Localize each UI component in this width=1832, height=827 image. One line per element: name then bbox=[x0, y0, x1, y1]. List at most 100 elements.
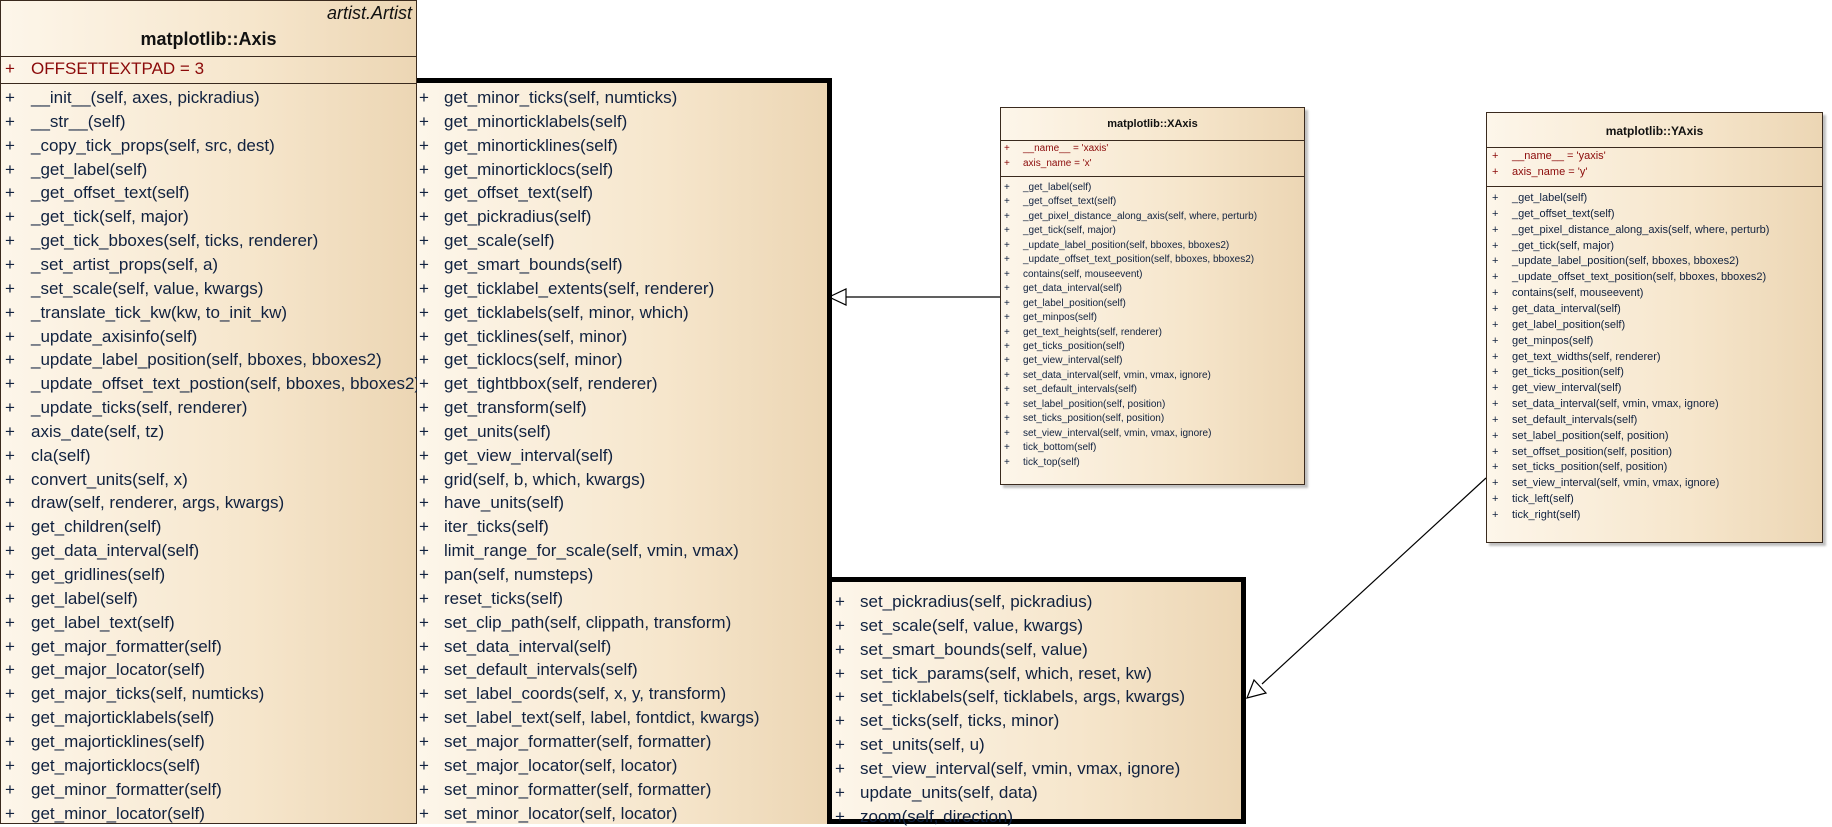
visibility-public-marker: + bbox=[419, 541, 429, 561]
visibility-public-marker: + bbox=[1492, 493, 1499, 506]
operation-row: set_minor_formatter(self, formatter) bbox=[444, 779, 712, 799]
visibility-public-marker: + bbox=[419, 111, 429, 131]
xaxis-class-name: matplotlib::XAxis bbox=[1107, 118, 1198, 130]
operation-row: _update_offset_text_postion(self, bboxes… bbox=[31, 374, 421, 394]
operation-row: _set_scale(self, value, kwargs) bbox=[31, 278, 264, 298]
visibility-public-marker: + bbox=[835, 687, 845, 707]
operation-row: set_default_intervals(self) bbox=[444, 660, 638, 680]
visibility-public-marker: + bbox=[419, 708, 429, 728]
operation-row: grid(self, b, which, kwargs) bbox=[444, 469, 646, 489]
visibility-public-marker: + bbox=[835, 615, 845, 635]
attribute-row: __name__ = 'xaxis' bbox=[1023, 143, 1109, 154]
operation-row: get_data_interval(self) bbox=[1512, 302, 1621, 315]
visibility-public-marker: + bbox=[419, 469, 429, 489]
visibility-public-marker: + bbox=[1004, 427, 1010, 439]
visibility-public-marker: + bbox=[419, 88, 429, 107]
operation-row: _get_tick(self, major) bbox=[1023, 225, 1116, 237]
operation-row: get_view_interval(self) bbox=[1023, 355, 1123, 367]
axis-attr-separator bbox=[1, 83, 416, 84]
operation-row: have_units(self) bbox=[444, 493, 565, 513]
visibility-public-marker: + bbox=[1004, 326, 1010, 338]
visibility-public-marker: + bbox=[5, 88, 15, 107]
visibility-public-marker: + bbox=[5, 493, 15, 513]
visibility-public-marker: + bbox=[419, 159, 429, 179]
visibility-public-marker: + bbox=[835, 711, 845, 731]
operation-row: draw(self, renderer, args, kwargs) bbox=[31, 493, 285, 513]
operation-row: set_ticks(self, ticks, minor) bbox=[860, 711, 1060, 731]
attribute-row: OFFSETTEXTPAD = 3 bbox=[31, 59, 205, 78]
operation-row: set_scale(self, value, kwargs) bbox=[860, 615, 1083, 635]
operation-row: set_major_locator(self, locator) bbox=[444, 755, 678, 775]
visibility-public-marker: + bbox=[5, 302, 15, 322]
operation-row: get_majorticklocs(self) bbox=[31, 755, 201, 775]
visibility-public-marker: + bbox=[835, 782, 845, 802]
axis-class-box-col3: + set_pickradius(self, pickradius) + set_sc… bbox=[832, 577, 1246, 826]
operation-row: _update_label_position(self, bboxes, bbo… bbox=[31, 350, 382, 370]
visibility-public-marker: + bbox=[5, 254, 15, 274]
visibility-public-marker: + bbox=[5, 445, 15, 465]
visibility-public-marker: + bbox=[5, 111, 15, 131]
visibility-public-marker: + bbox=[1492, 271, 1499, 284]
operation-row: get_minpos(self) bbox=[1512, 334, 1594, 347]
visibility-public-marker: + bbox=[5, 517, 15, 537]
operation-row: get_label_position(self) bbox=[1023, 297, 1126, 309]
operation-row: get_minor_ticks(self, numticks) bbox=[444, 88, 678, 107]
operation-row: _update_offset_text_position(self, bboxe… bbox=[1023, 254, 1255, 266]
operation-row: set_ticks_position(self, position) bbox=[1512, 461, 1668, 474]
visibility-public-marker: + bbox=[1492, 398, 1499, 411]
visibility-public-marker: + bbox=[1004, 182, 1010, 193]
visibility-public-marker: + bbox=[1492, 429, 1499, 442]
visibility-public-marker: + bbox=[1004, 456, 1010, 468]
operation-row: tick_bottom(self) bbox=[1023, 442, 1097, 454]
visibility-public-marker: + bbox=[1492, 207, 1499, 220]
operation-row: get_children(self) bbox=[31, 517, 162, 537]
operation-row: limit_range_for_scale(self, vmin, vmax) bbox=[444, 541, 739, 561]
operation-row: set_pickradius(self, pickradius) bbox=[860, 592, 1093, 611]
operation-row: get_label_position(self) bbox=[1512, 318, 1626, 331]
operation-row: get_ticklabel_extents(self, renderer) bbox=[444, 278, 715, 298]
operation-row: reset_ticks(self) bbox=[444, 588, 564, 608]
operation-row: tick_top(self) bbox=[1023, 456, 1080, 468]
axis-stereotype: artist.Artist bbox=[326, 3, 412, 23]
operation-row: _get_tick_bboxes(self, ticks, renderer) bbox=[31, 231, 319, 251]
visibility-public-marker: + bbox=[419, 779, 429, 799]
visibility-public-marker: + bbox=[5, 708, 15, 728]
visibility-public-marker: + bbox=[1004, 384, 1010, 396]
visibility-public-marker: + bbox=[5, 159, 15, 179]
operation-row: set_ticklabels(self, ticklabels, args, k… bbox=[860, 687, 1186, 707]
operation-row: set_label_position(self, position) bbox=[1023, 398, 1166, 410]
axis-class-name: matplotlib::Axis bbox=[140, 29, 277, 49]
operation-row: get_text_widths(self, renderer) bbox=[1512, 350, 1661, 363]
visibility-public-marker: + bbox=[1492, 382, 1499, 395]
operation-row: set_ticks_position(self, position) bbox=[1023, 413, 1165, 425]
operation-row: get_label_text(self) bbox=[31, 612, 175, 632]
yaxis-class-box: matplotlib::YAxis +__name__ = 'yaxis'+ax… bbox=[1486, 112, 1823, 543]
visibility-public-marker: + bbox=[1492, 350, 1499, 363]
operation-row: get_minorticklines(self) bbox=[444, 135, 618, 155]
visibility-public-marker: + bbox=[419, 421, 429, 441]
operation-row: set_offset_position(self, position) bbox=[1512, 445, 1672, 458]
visibility-public-marker: + bbox=[1492, 413, 1499, 426]
operation-row: get_ticklabels(self, minor, which) bbox=[444, 302, 689, 322]
operation-row: tick_left(self) bbox=[1512, 493, 1574, 506]
visibility-public-marker: + bbox=[5, 565, 15, 584]
operation-row: get_major_formatter(self) bbox=[31, 636, 222, 656]
operation-row: set_units(self, u) bbox=[860, 735, 985, 755]
yaxis-class-name: matplotlib::YAxis bbox=[1605, 124, 1704, 138]
operation-row: set_data_interval(self, vmin, vmax, igno… bbox=[1512, 398, 1719, 411]
visibility-public-marker: + bbox=[1004, 369, 1010, 381]
visibility-public-marker: + bbox=[1004, 398, 1010, 410]
operation-row: set_default_intervals(self) bbox=[1023, 384, 1137, 396]
visibility-public-marker: + bbox=[5, 326, 15, 346]
operation-row: set_major_formatter(self, formatter) bbox=[444, 731, 712, 751]
visibility-public-marker: + bbox=[1492, 509, 1499, 521]
xaxis-header-separator bbox=[1001, 140, 1304, 141]
operation-row: _get_pixel_distance_along_axis(self, whe… bbox=[1512, 223, 1770, 236]
operation-row: update_units(self, data) bbox=[860, 782, 1038, 802]
visibility-public-marker: + bbox=[5, 588, 15, 608]
operation-row: _get_offset_text(self) bbox=[1023, 196, 1117, 208]
operation-row: set_label_text(self, label, fontdict, kw… bbox=[444, 708, 760, 728]
visibility-public-marker: + bbox=[1492, 255, 1499, 268]
visibility-public-marker: + bbox=[5, 59, 15, 78]
operation-row: get_minorticklocs(self) bbox=[444, 159, 614, 179]
